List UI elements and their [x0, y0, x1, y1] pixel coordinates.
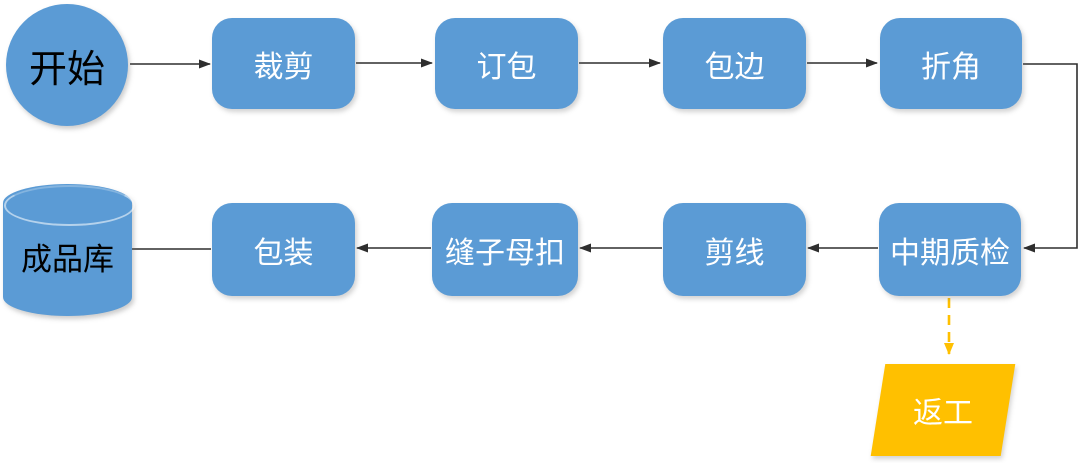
node-packaging: 包装 — [212, 203, 355, 296]
node-label: 开始 — [28, 46, 105, 91]
node-label: 中期质检 — [890, 235, 1010, 271]
node-bag-stitching: 订包 — [435, 18, 578, 109]
node-finished-goods-warehouse: 成品库 — [3, 184, 135, 316]
node-label: 缝子母扣 — [445, 235, 565, 271]
node-start: 开始 — [6, 4, 128, 126]
node-rework: 返工 — [870, 364, 1016, 456]
node-edge-binding: 包边 — [663, 18, 806, 109]
node-corner-folding: 折角 — [880, 18, 1022, 109]
node-snap-button-sewing: 缝子母扣 — [432, 203, 578, 296]
node-label: 裁剪 — [253, 49, 314, 85]
node-label: 返工 — [913, 396, 973, 431]
node-label: 包边 — [704, 49, 765, 85]
connector-corner-folding-to-inspection — [1023, 63, 1078, 253]
node-label: 折角 — [921, 49, 981, 85]
node-label: 订包 — [476, 49, 537, 85]
node-thread-trimming: 剪线 — [663, 203, 806, 296]
node-label: 包装 — [253, 235, 314, 271]
node-label: 剪线 — [704, 235, 765, 271]
node-cutting: 裁剪 — [212, 18, 355, 109]
node-label: 成品库 — [21, 241, 114, 278]
node-mid-term-inspection: 中期质检 — [879, 203, 1021, 296]
